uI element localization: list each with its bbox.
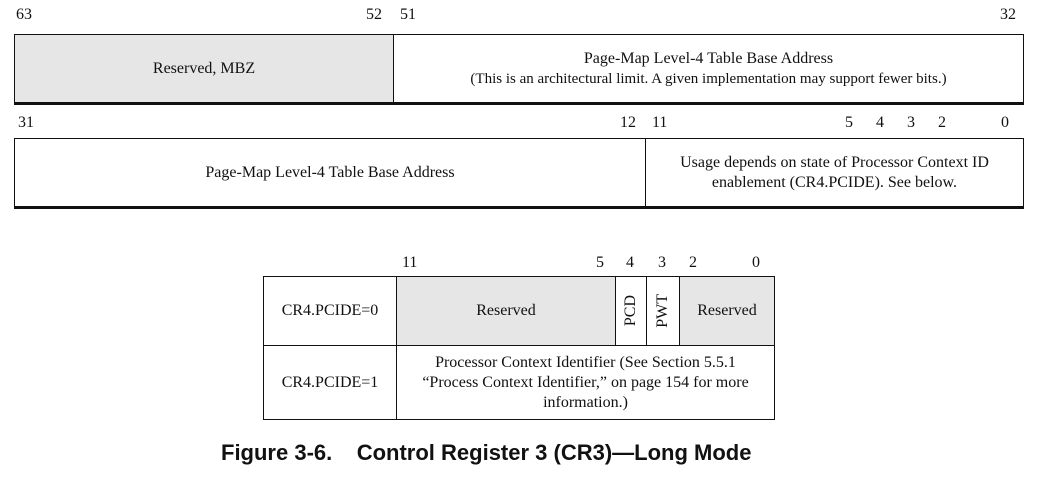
upper-row-underline (14, 102, 1024, 105)
pcd-bit-cell: PCD (616, 277, 646, 345)
bit-5: 5 (845, 114, 853, 131)
bit-51: 51 (400, 6, 416, 23)
pcide-table: CR4.PCIDE=0 Reserved PCD PWT Reserved CR… (263, 276, 775, 420)
field-divider (645, 139, 646, 206)
pwt-bit-cell: PWT (647, 277, 679, 345)
reserved-mbz-field: Reserved, MBZ (15, 35, 393, 102)
pcide-0-label-cell: CR4.PCIDE=0 (264, 277, 396, 345)
bit-32: 32 (1000, 6, 1016, 23)
field-divider (615, 277, 616, 345)
bit-31: 31 (18, 114, 34, 131)
reserved-bits-2-0: Reserved (680, 277, 774, 345)
pcide-1-label: CR4.PCIDE=1 (281, 373, 379, 391)
bit-12: 12 (620, 114, 636, 131)
pcid-line-3: information.) (543, 393, 628, 411)
pcide-0-label: CR4.PCIDE=0 (281, 302, 379, 319)
bit-0: 0 (1001, 114, 1009, 131)
upper-register-row: Reserved, MBZ Page-Map Level-4 Table Bas… (14, 34, 1024, 103)
pcide-bit-0: 0 (752, 254, 760, 271)
pcid-line-2: “Process Context Identifier,” on page 15… (422, 373, 749, 391)
usage-line-2: enablement (CR4.PCIDE). See below. (711, 173, 958, 191)
field-divider (646, 277, 647, 345)
pcide-1-label-cell: CR4.PCIDE=1 (264, 346, 396, 419)
pwt-label: PWT (654, 294, 671, 328)
pml4-upper-note: (This is an architectural limit. A given… (470, 70, 947, 87)
pcide-bit-4: 4 (626, 254, 634, 271)
pcd-label: PCD (622, 295, 639, 327)
reserved-mbz-label: Reserved, MBZ (152, 59, 256, 77)
pml4-upper-title: Page-Map Level-4 Table Base Address (583, 49, 834, 67)
pcid-line-1: Processor Context Identifier (See Sectio… (435, 353, 736, 371)
pml4-lower-field: Page-Map Level-4 Table Base Address (15, 139, 645, 206)
row-divider (264, 345, 774, 346)
figure-title: Control Register 3 (CR3)—Long Mode (356, 440, 752, 465)
pcide-bit-2: 2 (689, 254, 697, 271)
pml4-lower-label: Page-Map Level-4 Table Base Address (205, 163, 455, 181)
bit-2: 2 (938, 114, 946, 131)
label-column-divider (396, 277, 397, 419)
usage-line-1: Usage depends on state of Processor Cont… (680, 153, 989, 171)
bit-11: 11 (652, 114, 668, 131)
bit-3: 3 (907, 114, 915, 131)
bit-63: 63 (16, 6, 32, 23)
pcide-bit-5: 5 (596, 254, 604, 271)
pcide-bit-3: 3 (658, 254, 666, 271)
bit-52: 52 (366, 6, 382, 23)
pcid-field: Processor Context Identifier (See Sectio… (397, 346, 774, 419)
reserved-right-label: Reserved (697, 302, 757, 319)
lower-register-row: Page-Map Level-4 Table Base Address Usag… (14, 138, 1024, 207)
pml4-upper-field: Page-Map Level-4 Table Base Address (Thi… (394, 35, 1023, 102)
pcid-usage-field: Usage depends on state of Processor Cont… (646, 139, 1023, 206)
bit-4: 4 (876, 114, 884, 131)
figure-caption: Figure 3-6. Control Register 3 (CR3)—Lon… (221, 440, 751, 466)
field-divider (679, 277, 680, 345)
reserved-left-label: Reserved (476, 302, 536, 319)
reserved-bits-11-5: Reserved (397, 277, 615, 345)
lower-row-underline (14, 206, 1024, 209)
field-divider (393, 35, 394, 102)
figure-number: Figure 3-6. (221, 440, 333, 465)
pcide-bit-11: 11 (402, 254, 418, 271)
